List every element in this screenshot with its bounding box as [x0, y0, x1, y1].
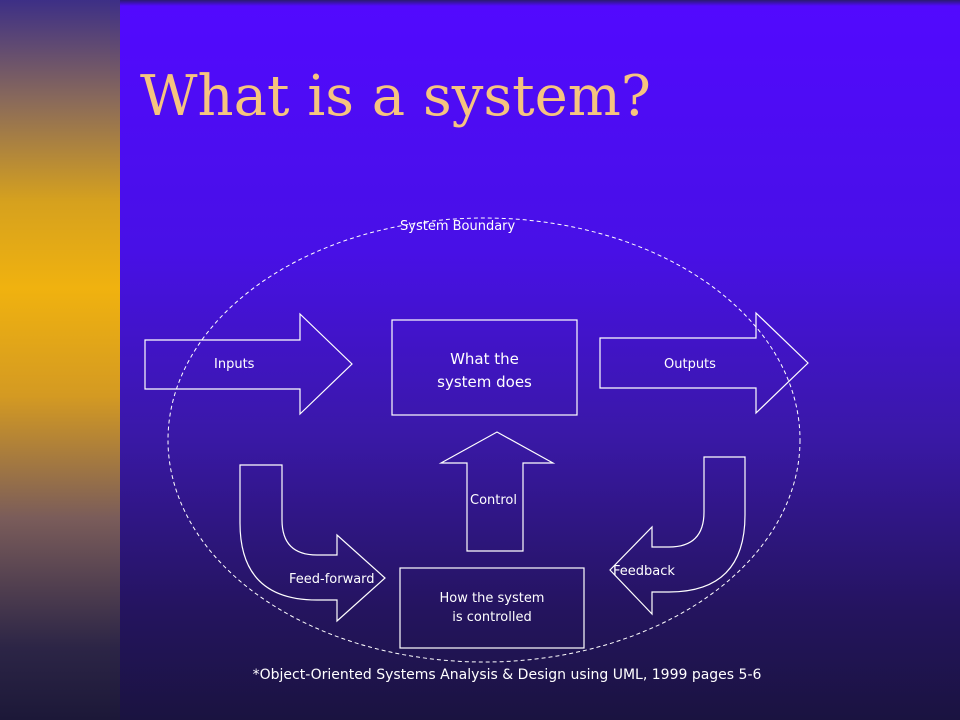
control-box-line2: is controlled	[452, 610, 532, 625]
slide-title: What is a system?	[140, 64, 651, 129]
left-accent-band	[0, 0, 120, 720]
process-box-line1: What the	[450, 350, 519, 368]
feedback-label: Feedback	[613, 564, 675, 579]
control-box-line1: How the system	[439, 591, 545, 606]
feed-forward-label: Feed-forward	[289, 572, 375, 587]
feedback-arrow	[609, 456, 746, 616]
system-boundary-ellipse	[167, 217, 801, 663]
outputs-label: Outputs	[664, 357, 716, 372]
top-edge-shadow	[120, 0, 960, 6]
inputs-arrow	[144, 312, 353, 416]
inputs-label: Inputs	[214, 357, 255, 372]
outputs-arrow	[599, 311, 809, 415]
process-box	[391, 319, 578, 416]
system-boundary-label: System Boundary	[400, 219, 516, 234]
citation-text: *Object-Oriented Systems Analysis & Desi…	[252, 667, 762, 683]
control-arrow	[438, 431, 556, 552]
control-box	[399, 567, 585, 649]
control-label: Control	[470, 493, 517, 508]
feed-forward-arrow	[239, 464, 386, 623]
process-box-line2: system does	[437, 373, 532, 391]
